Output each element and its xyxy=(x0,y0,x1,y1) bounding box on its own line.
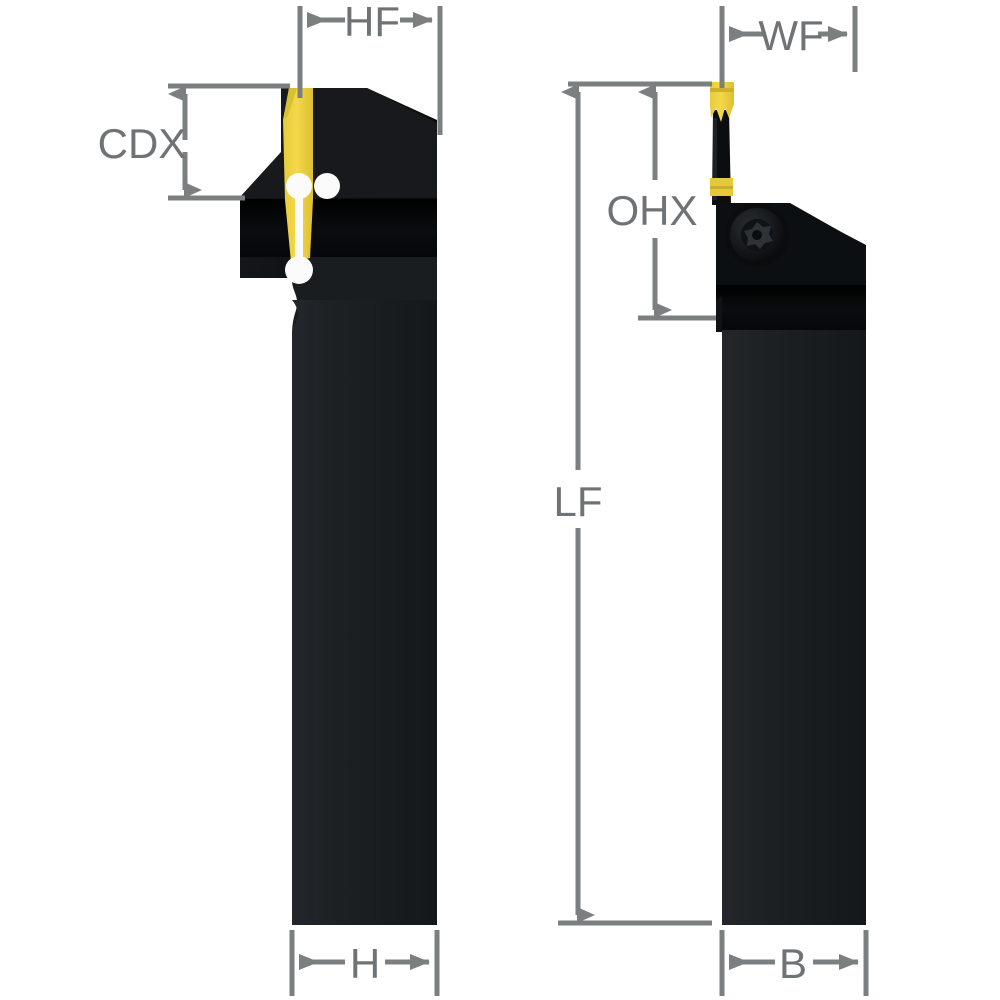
clamp-pin-upper-stem-front xyxy=(295,186,303,246)
insert-clamp-pad-line-side xyxy=(710,186,733,189)
OHX-label: OHX xyxy=(606,187,697,234)
tool-shank-front-lower xyxy=(292,300,437,925)
CDX-label: CDX xyxy=(98,120,187,167)
clamp-pin-upper-right-front xyxy=(314,173,340,199)
dimension-B: B xyxy=(719,930,869,996)
grooving-insert-front-edge xyxy=(283,88,297,120)
clamp-pin-lower-stem-front xyxy=(295,240,303,272)
HF-label: HF xyxy=(344,0,400,45)
dimension-OHX: OHX xyxy=(600,81,716,321)
clamp-band-side xyxy=(716,285,866,330)
H-label: H xyxy=(350,940,380,987)
shank-step-side xyxy=(716,296,722,332)
side-view xyxy=(710,82,866,925)
B-label: B xyxy=(779,940,807,987)
front-view xyxy=(240,88,437,925)
WF-label: WF xyxy=(758,12,823,59)
dimension-HF: HF xyxy=(297,0,443,135)
clamp-screw-center-side xyxy=(752,230,762,240)
dimension-CDX: CDX xyxy=(98,83,290,201)
dimension-annotations: HF CDX H WF xyxy=(98,0,869,996)
dimension-WF: WF xyxy=(719,6,858,88)
insert-seat-line-side xyxy=(710,88,734,92)
dimension-H: H xyxy=(289,930,440,996)
clamp-band-front xyxy=(240,199,437,257)
dimension-LF: LF xyxy=(553,81,712,926)
LF-label: LF xyxy=(553,478,602,525)
tool-shank-side xyxy=(722,300,866,925)
shank-notch-front xyxy=(240,280,298,340)
